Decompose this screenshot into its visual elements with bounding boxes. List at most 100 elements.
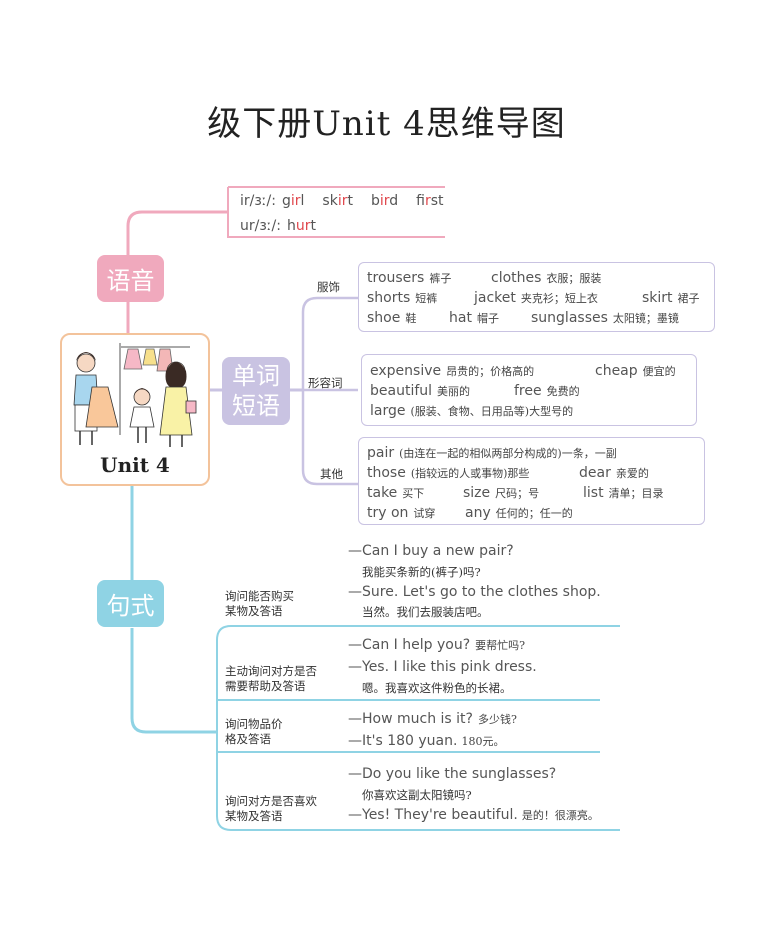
family-shopping-illustration xyxy=(73,343,197,447)
question-translation: 你喜欢这副太阳镜吗? xyxy=(362,788,472,802)
vocab-item: size 尺码；号 xyxy=(463,485,539,501)
phonics-word-post: d xyxy=(389,193,399,209)
vocab-meaning: 裙子 xyxy=(677,292,700,305)
vocab-item: jacket 夹克衫；短上衣 xyxy=(474,290,598,306)
answer-translation: 180元。 xyxy=(461,735,505,748)
phonics-word-highlight: ir xyxy=(379,193,390,209)
vocab-meaning: 夹克衫；短上衣 xyxy=(520,292,598,305)
vocab-item: pair(由连在一起的相似两部分构成的)一条，一副 xyxy=(367,445,617,461)
vocab-item: any 任何的；任一的 xyxy=(465,505,573,521)
question-translation: 我能买条新的(裤子)吗? xyxy=(362,565,481,579)
question-sentence: —How much is it?多少钱? xyxy=(348,711,517,727)
question-translation: 要帮忙吗? xyxy=(475,639,526,652)
vocab-item: take 买下 xyxy=(367,485,424,501)
vocab-word: size xyxy=(463,485,491,501)
vocab-node-line1: 单词 xyxy=(232,362,280,390)
vocab-meaning: 尺码；号 xyxy=(495,487,540,500)
question-sentence: —Can I buy a new pair? xyxy=(348,543,514,559)
vocab-group-label: 其他 xyxy=(320,467,343,481)
vocab-meaning: 昂贵的；价格高的 xyxy=(446,365,535,378)
vocab-word: jacket xyxy=(474,290,516,306)
vocab-word: any xyxy=(465,505,491,521)
vocab-item: large (服装、食物、日用品等)大型号的 xyxy=(370,403,573,419)
vocab-meaning: 试穿 xyxy=(413,507,436,520)
phonics-word-post: t xyxy=(310,218,316,234)
page-title: 级下册Unit 4思维导图 xyxy=(207,104,566,144)
question-text: —Can I help you? xyxy=(348,637,471,653)
answer-translation: 当然。我们去服装店吧。 xyxy=(362,605,489,619)
phonics-node: 语音 xyxy=(97,255,164,302)
vocab-meaning: 美丽的 xyxy=(437,385,471,398)
vocab-meaning: 短裤 xyxy=(415,292,438,305)
phonics-word: girl xyxy=(282,193,304,209)
vocab-word: shorts xyxy=(367,290,411,306)
vocab-meaning: 太阳镜；墨镜 xyxy=(612,312,679,325)
sentence-group-label: 格及答语 xyxy=(225,732,271,746)
answer-translation: 是的！很漂亮。 xyxy=(521,809,599,822)
vocab-group-label: 形容词 xyxy=(308,376,343,390)
vocab-word: list xyxy=(583,485,604,501)
vocab-item: clothes 衣服；服装 xyxy=(491,270,601,286)
vocab-item: shoe 鞋 xyxy=(367,310,416,326)
vocab-word: large xyxy=(370,403,406,419)
vocab-box-others: pair(由连在一起的相似两部分构成的)一条，一副 those(指较远的人或事物)… xyxy=(358,437,705,525)
vocab-item: those(指较远的人或事物)那些 xyxy=(367,465,529,481)
phonics-word-highlight: ir xyxy=(424,193,431,209)
phonics-word-pre: sk xyxy=(322,193,338,209)
phonics-word: hurt xyxy=(287,218,316,234)
sentence-group-label: 询问物品价 xyxy=(225,717,283,731)
answer-translation: 嗯。我喜欢这件粉色的长裙。 xyxy=(362,681,512,695)
answer-text: —Yes. I like this pink dress. xyxy=(348,659,537,675)
vocab-meaning: (指较远的人或事物)那些 xyxy=(410,467,530,480)
vocab-item: trousers 裤子 xyxy=(367,270,451,286)
vocab-meaning: 衣服；服装 xyxy=(546,272,602,285)
phonics-word-post: l xyxy=(300,193,305,209)
vocab-box-clothing: trousers 裤子 clothes 衣服；服装 shorts 短裤 jacket 夹克衫；… xyxy=(358,262,715,332)
vocab-meaning: 买下 xyxy=(402,487,425,500)
sentence-group-label: 某物及答语 xyxy=(225,604,283,618)
vocab-word: hat xyxy=(449,310,472,326)
vocab-meaning: 便宜的 xyxy=(642,365,676,378)
vocab-meaning: 任何的；任一的 xyxy=(495,507,573,520)
vocab-item: try on 试穿 xyxy=(367,505,435,521)
phonics-word-post: t xyxy=(347,193,353,209)
answer-sentence: —Yes! They're beautiful.是的！很漂亮。 xyxy=(348,807,599,823)
phonics-word-pre: f xyxy=(416,193,425,209)
vocab-word: skirt xyxy=(642,290,673,306)
answer-text: —Sure. Let's go to the clothes shop. xyxy=(348,584,601,600)
vocab-item: skirt 裙子 xyxy=(642,290,700,306)
phonics-row: ur/ɜː/: hurt xyxy=(240,218,334,234)
vocab-meaning: 帽子 xyxy=(476,312,499,325)
vocab-word: trousers xyxy=(367,270,425,286)
sentence-group-label: 需要帮助及答语 xyxy=(225,679,306,693)
vocab-meaning: (服装、食物、日用品等)大型号的 xyxy=(410,405,574,418)
sentence-group-label: 主动询问对方是否 xyxy=(225,664,317,678)
vocab-word: take xyxy=(367,485,398,501)
center-label: Unit 4 xyxy=(100,453,170,477)
question-text: —Can I buy a new pair? xyxy=(348,543,514,559)
answer-sentence: —Yes. I like this pink dress. xyxy=(348,659,537,675)
phonics-word-highlight: ir xyxy=(337,193,348,209)
vocab-word: try on xyxy=(367,505,409,521)
phonics-word-pre: h xyxy=(286,218,296,234)
vocab-meaning: 免费的 xyxy=(546,385,580,398)
vocab-item: hat 帽子 xyxy=(449,310,499,326)
sentence-group-label: 询问对方是否喜欢 xyxy=(225,794,317,808)
vocab-word: dear xyxy=(579,465,611,481)
phonics-sound: ur/ɜː/: xyxy=(240,218,281,234)
answer-sentence: —Sure. Let's go to the clothes shop. xyxy=(348,584,601,600)
vocab-meaning: 裤子 xyxy=(429,272,452,285)
vocab-word: shoe xyxy=(367,310,401,326)
vocab-word: clothes xyxy=(491,270,542,286)
phonics-word: first xyxy=(416,193,443,209)
vocab-meaning: 鞋 xyxy=(405,312,417,325)
